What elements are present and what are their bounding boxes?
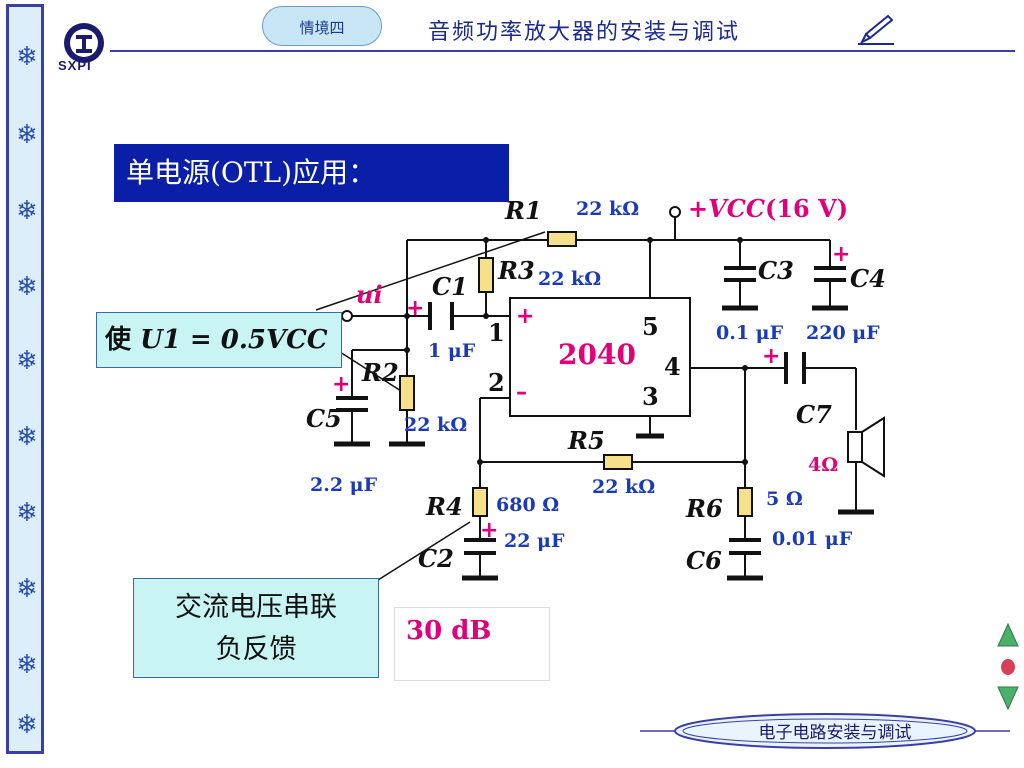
footer-title: 电子电路安装与调试	[758, 723, 912, 743]
c4-value: 220 μF	[806, 322, 880, 344]
r3-label: R3	[498, 256, 535, 285]
snowflake-icon: ❄	[16, 498, 38, 528]
c1-label: C1	[432, 272, 468, 301]
c3-value: 0.1 μF	[716, 322, 784, 344]
ic-2040	[509, 297, 691, 417]
nav-down-icon[interactable]	[996, 685, 1020, 711]
ic-plus-polarity: +	[516, 304, 535, 329]
c1-plus: +	[406, 296, 425, 321]
r2-label: R2	[362, 358, 399, 387]
c1-value: 1 μF	[428, 340, 476, 362]
c5-label: C5	[306, 404, 342, 433]
snowflake-icon: ❄	[16, 422, 38, 452]
r4-value: 680 Ω	[496, 494, 560, 516]
c2-label: C2	[418, 544, 454, 573]
speaker-value: 4Ω	[808, 454, 839, 476]
c4-plus: +	[832, 242, 851, 267]
scene-tag: 情境四	[262, 6, 382, 46]
feedback-line-1: 交流电压串联	[175, 592, 337, 623]
snowflake-icon: ❄	[16, 272, 38, 302]
section-title: 单电源(OTL)应用：	[114, 144, 509, 202]
ic-minus-polarity: –	[516, 380, 527, 405]
c2-value: 22 μF	[504, 530, 565, 552]
snowflake-icon: ❄	[16, 120, 38, 150]
ic-pin-2: 2	[488, 368, 505, 397]
ic-pin-1: 1	[488, 318, 505, 347]
u1-condition-text: U1 = 0.5VCC	[140, 325, 328, 355]
r1-value: 22 kΩ	[576, 198, 640, 220]
c2-plus: +	[480, 518, 499, 543]
ic-pin-5: 5	[642, 312, 659, 341]
r2-value: 22 kΩ	[404, 414, 468, 436]
snowflake-icon: ❄	[16, 650, 38, 680]
r6-value: 5 Ω	[766, 488, 803, 510]
snowflake-icon: ❄	[16, 42, 38, 72]
c5-plus: +	[332, 372, 351, 397]
gain-label: 30 dB	[406, 616, 492, 646]
logo-icon	[64, 23, 104, 63]
logo-text: SXPI	[58, 58, 92, 73]
u1-condition-callout: 使 U1 = 0.5VCC	[96, 312, 342, 368]
c7-plus: +	[762, 344, 781, 369]
header-divider	[110, 50, 1015, 52]
r5-value: 22 kΩ	[592, 476, 656, 498]
r6-label: R6	[686, 494, 723, 523]
footer-banner	[640, 713, 1010, 749]
input-label: ui	[356, 280, 383, 309]
vcc-value: (16 V)	[765, 194, 849, 223]
snowflake-icon: ❄	[16, 346, 38, 376]
c6-label: C6	[686, 546, 722, 575]
c3-label: C3	[758, 256, 794, 285]
r1-label: R1	[505, 196, 542, 225]
vcc-label: +VCC	[688, 194, 765, 223]
c4-label: C4	[850, 264, 886, 293]
r3-value: 22 kΩ	[538, 268, 602, 290]
pencil-icon	[858, 14, 894, 45]
ic-pin-4: 4	[664, 352, 681, 381]
feedback-callout: 交流电压串联 负反馈	[133, 578, 379, 678]
speaker-icon	[847, 416, 885, 478]
c7-label: C7	[796, 400, 832, 429]
snowflake-icon: ❄	[16, 196, 38, 226]
gain-box	[394, 607, 550, 681]
r5-label: R5	[568, 426, 605, 455]
c5-value: 2.2 μF	[310, 474, 378, 496]
left-decor-strip: ❄ ❄ ❄ ❄ ❄ ❄ ❄ ❄ ❄ ❄	[6, 4, 44, 754]
scene-tag-label: 情境四	[299, 19, 345, 37]
c6-value: 0.01 μF	[772, 528, 853, 550]
ic-label: 2040	[558, 338, 636, 371]
snowflake-icon: ❄	[16, 710, 38, 740]
feedback-line-2: 负反馈	[215, 634, 297, 665]
nav-up-icon[interactable]	[996, 622, 1020, 648]
u1-condition-prefix: 使	[105, 325, 132, 355]
snowflake-icon: ❄	[16, 574, 38, 604]
nav-dot-icon[interactable]	[1000, 658, 1016, 676]
r4-label: R4	[426, 492, 463, 521]
ic-pin-3: 3	[642, 382, 659, 411]
header-title: 音频功率放大器的安装与调试	[428, 20, 741, 45]
